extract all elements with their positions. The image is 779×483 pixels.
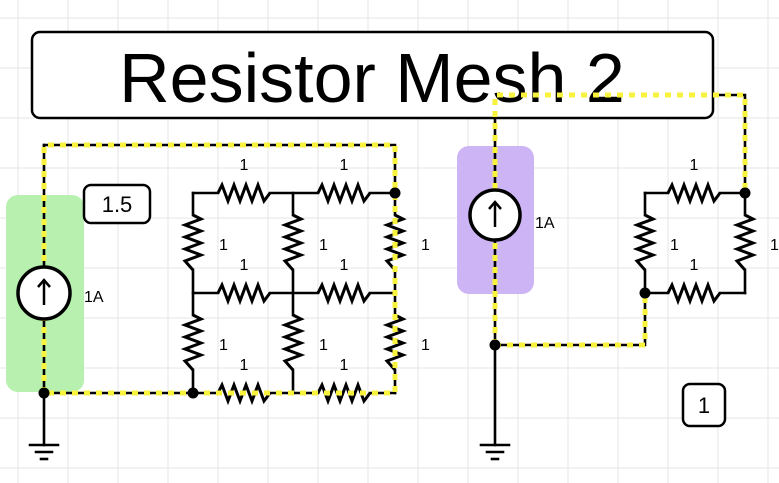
source1-label: 1A (84, 289, 104, 306)
circuit1-readout[interactable]: 1.5 (82, 183, 152, 225)
label-c1-upper-middle-vertical: 1 (319, 237, 328, 254)
circuit2-resistors (632, 180, 758, 306)
resistor-c1-top-right[interactable] (316, 180, 372, 206)
label-c1-bottom-right: 1 (340, 357, 349, 374)
resistor-c1-lower-left-vertical[interactable] (180, 313, 206, 371)
circuit1-current-flow (41, 142, 398, 396)
label-c1-top-left: 1 (240, 157, 249, 174)
label-c1-lower-right-vertical: 1 (421, 337, 430, 354)
label-c1-upper-right-vertical: 1 (421, 237, 430, 254)
ground-2-icon (479, 443, 511, 461)
circuit1-readout-value: 1.5 (102, 192, 133, 217)
circuit2-readout[interactable]: 1 (681, 382, 727, 428)
label-c1-upper-left-vertical: 1 (219, 237, 228, 254)
title-box: Resistor Mesh 2 (30, 30, 715, 120)
resistor-c2-bottom[interactable] (666, 280, 722, 306)
label-c1-bottom-left: 1 (240, 357, 249, 374)
node-c1-bottom-left (38, 387, 50, 399)
label-c1-middle-left: 1 (240, 257, 249, 274)
label-c2-left-vertical: 1 (670, 237, 679, 254)
label-c1-middle-right: 1 (340, 257, 349, 274)
circuit2-nodes (489, 187, 751, 351)
node-c1-top-right (389, 187, 401, 199)
resistor-c2-top[interactable] (666, 180, 722, 206)
resistor-c2-left-vertical[interactable] (632, 213, 658, 271)
resistor-c1-middle-left[interactable] (216, 280, 272, 306)
current-source-1[interactable] (16, 265, 72, 321)
label-c1-lower-middle-vertical: 1 (319, 337, 328, 354)
resistor-c1-middle-right[interactable] (316, 280, 372, 306)
label-c1-lower-left-vertical: 1 (219, 337, 228, 354)
resistor-c1-upper-left-vertical[interactable] (180, 213, 206, 271)
current-source-2[interactable] (468, 188, 522, 242)
page-title: Resistor Mesh 2 (119, 39, 625, 117)
label-c2-right-vertical: 1 (770, 237, 779, 254)
resistor-c1-upper-middle-vertical[interactable] (280, 213, 306, 271)
resistor-c2-right-vertical[interactable] (732, 213, 758, 271)
circuit2-readout-value: 1 (698, 393, 710, 418)
label-c2-bottom: 1 (690, 257, 699, 274)
label-c2-top: 1 (690, 157, 699, 174)
node-c2-top-right (739, 187, 751, 199)
source2-label: 1A (535, 215, 555, 232)
label-c1-top-right: 1 (340, 157, 349, 174)
node-c2-bottom-left (639, 287, 651, 299)
node-c1-grid-bottom-left (187, 387, 199, 399)
circuit1-resistor-labels: 1 1 1 1 1 1 1 1 1 1 1 1 (219, 157, 430, 374)
arrow-up-icon (37, 278, 51, 305)
arrow-up-icon (488, 200, 502, 227)
resistor-c1-top-left[interactable] (216, 180, 272, 206)
circuit1-nodes (38, 187, 401, 399)
ground-1-icon (28, 443, 60, 461)
circuit2-resistor-labels: 1 1 1 1 (670, 157, 779, 274)
resistor-c1-lower-middle-vertical[interactable] (280, 313, 306, 371)
node-c2-source-bottom (489, 339, 501, 351)
